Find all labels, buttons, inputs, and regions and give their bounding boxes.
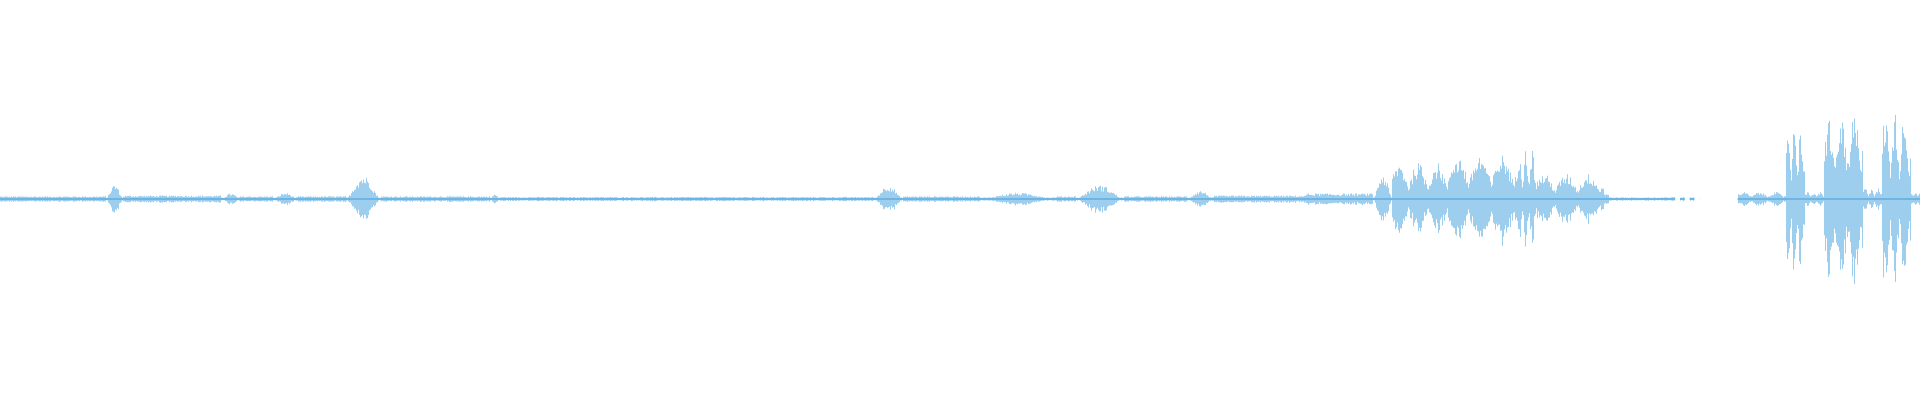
waveform-dash-gap xyxy=(1675,196,1680,202)
waveform-dash-gap xyxy=(1684,196,1690,202)
waveform-dash-gap xyxy=(1694,196,1700,202)
waveform-path xyxy=(0,114,1920,285)
waveform-silence-gap xyxy=(1699,196,1738,202)
